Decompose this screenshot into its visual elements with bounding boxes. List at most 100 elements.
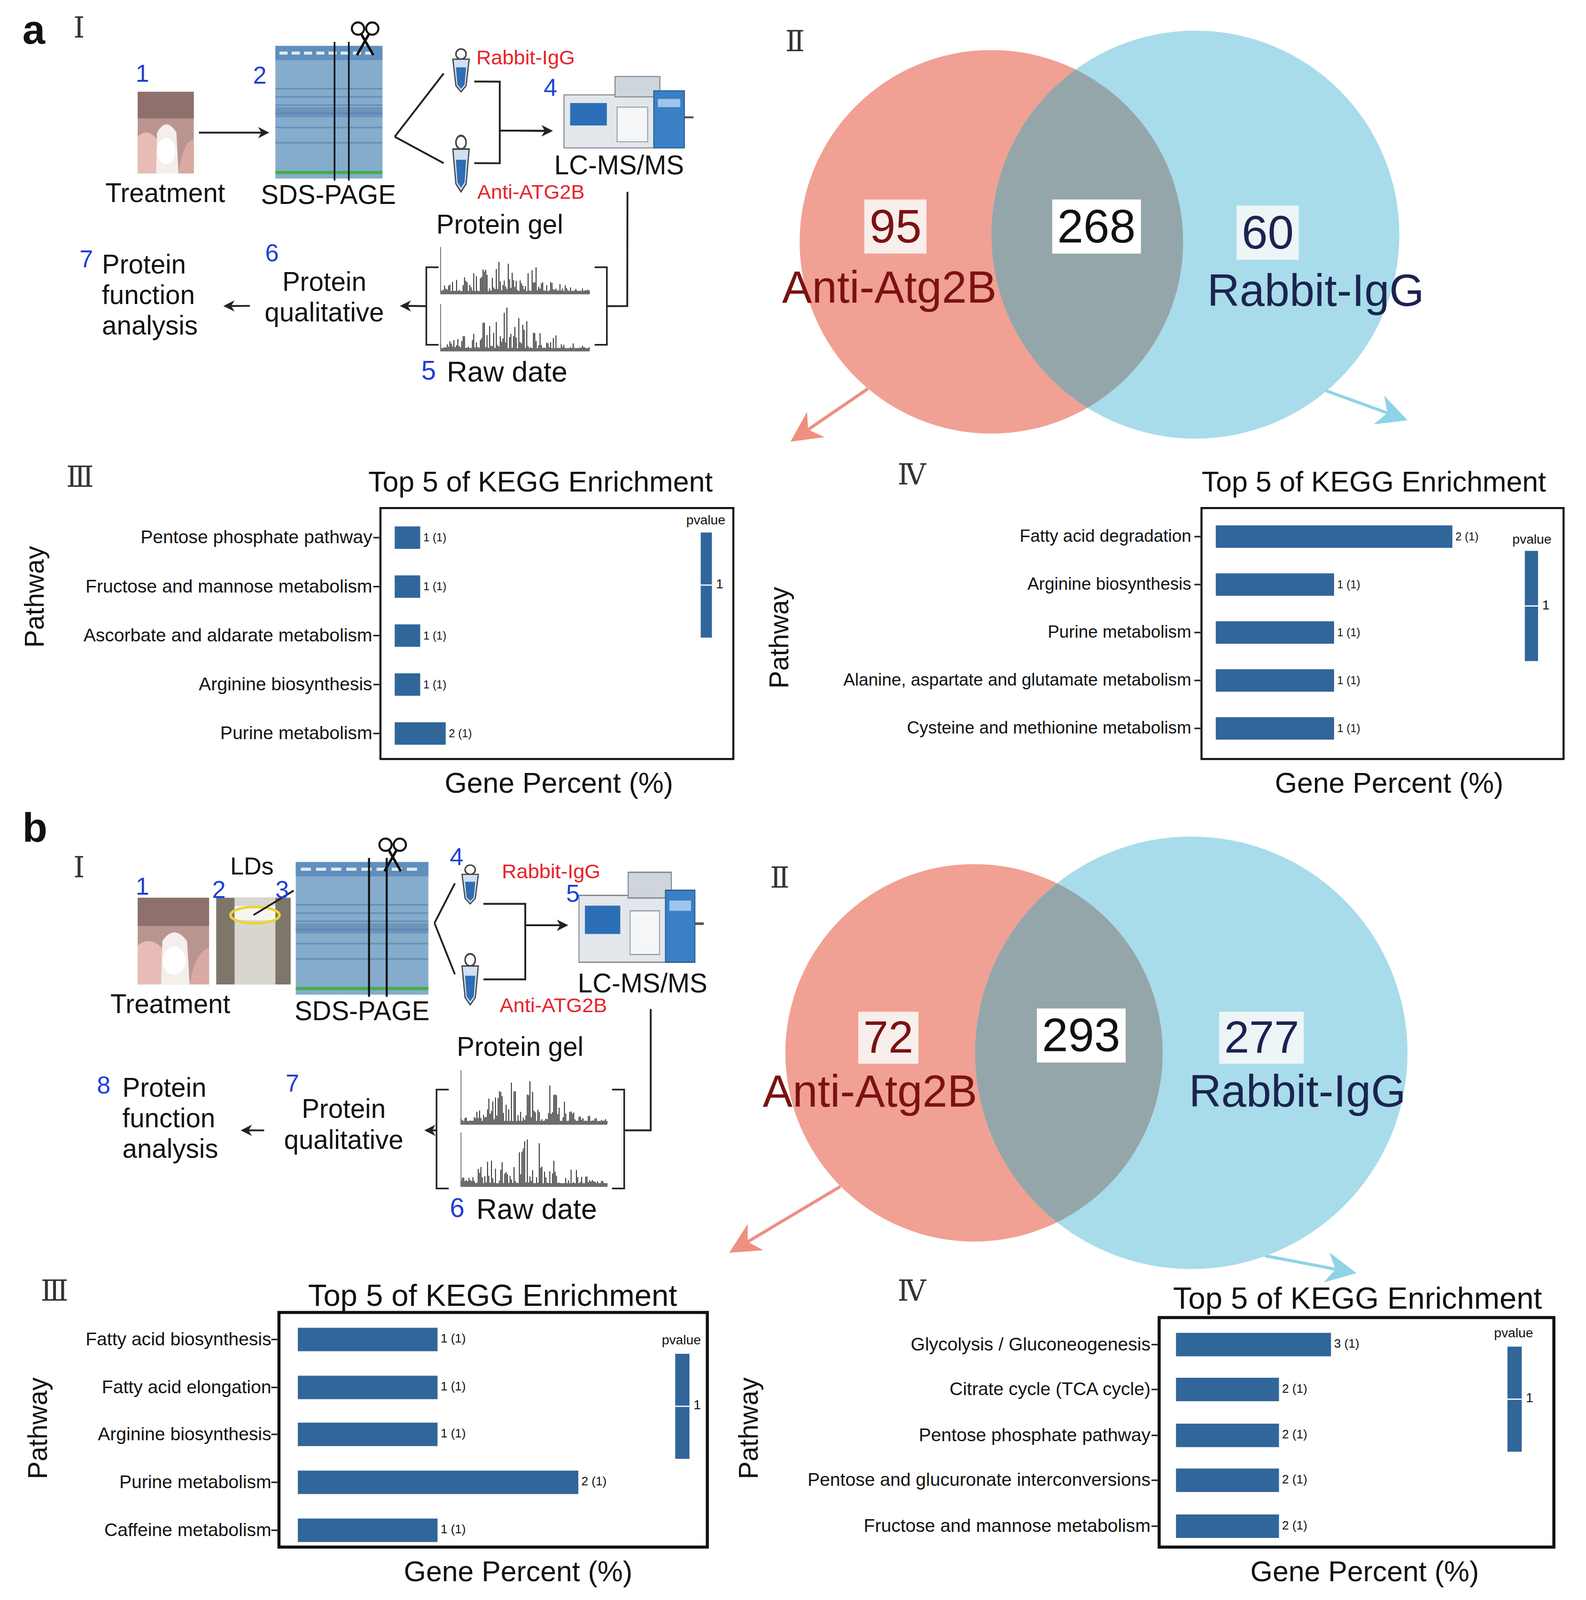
label: Pathway <box>764 586 796 689</box>
label: 3 (1) <box>1334 1337 1360 1352</box>
label: 1 (1) <box>440 1332 467 1347</box>
scale-tick <box>1524 605 1539 607</box>
bar <box>1215 525 1453 548</box>
label: 2 (1) <box>1282 1518 1308 1533</box>
connector-line <box>248 1129 265 1132</box>
node-label: LC-MS/MS <box>554 150 685 182</box>
bar <box>1175 1332 1331 1356</box>
axis-tick <box>271 1481 278 1483</box>
photo-node: Treatment <box>137 91 194 174</box>
label: Purine metabolism <box>119 1471 272 1493</box>
label: Ⅱ <box>769 862 790 895</box>
step-text: Protein function analysis <box>122 1072 237 1186</box>
label: Ⅰ <box>73 851 85 885</box>
label: Purine metabolism <box>1047 622 1192 643</box>
connector <box>474 124 553 164</box>
axis-tick <box>1194 583 1201 585</box>
pvalue-scale <box>1524 550 1539 661</box>
label: Glycolysis / Gluconeogenesis <box>910 1333 1151 1355</box>
label: Gene Percent (%) <box>1275 767 1504 801</box>
label: pvalue <box>661 1333 701 1349</box>
chart-title: Top 5 of KEGG Enrichment <box>308 1277 678 1314</box>
scale-tick <box>675 1405 690 1408</box>
pvalue-scale <box>675 1353 690 1459</box>
connector <box>223 300 250 312</box>
connector <box>474 81 553 137</box>
connector <box>399 300 427 312</box>
connector <box>240 1124 265 1136</box>
axis-tick <box>373 732 380 734</box>
gel-node: SDS-PAGE <box>295 862 429 995</box>
axis-tick <box>1151 1524 1158 1527</box>
label: 268 <box>1052 199 1141 254</box>
step-text: Protein function analysis <box>101 249 220 358</box>
label: 1 <box>135 59 150 88</box>
label: 5 <box>421 356 436 387</box>
label: Cysteine and methionine metabolism <box>907 718 1192 739</box>
connector <box>394 136 444 164</box>
connector-line <box>624 1008 651 1130</box>
label: 4 <box>543 73 558 102</box>
label: 1 (1) <box>423 677 447 691</box>
label: 1 (1) <box>1337 673 1361 687</box>
label: Ascorbate and aldarate metabolism <box>83 624 373 646</box>
tube-icon <box>461 864 479 904</box>
label: 5 <box>566 878 580 908</box>
scissors-icon <box>379 838 406 871</box>
photo-node: LDs <box>216 897 291 985</box>
node-label: Protein function analysis <box>101 249 220 342</box>
node-label: Treatment <box>110 989 231 1020</box>
connector <box>1325 390 1408 425</box>
tube-icon <box>452 48 470 92</box>
spectrum <box>460 1080 607 1125</box>
label: Arginine biosynthesis <box>1027 574 1192 595</box>
label: 293 <box>1036 1008 1126 1063</box>
label: 1 (1) <box>1337 721 1361 735</box>
spectrum-axis <box>460 1069 607 1124</box>
connector <box>424 1124 437 1136</box>
label: 1 (1) <box>440 1427 467 1442</box>
bar <box>297 1327 438 1352</box>
chart-title: Top 5 of KEGG Enrichment <box>368 466 713 499</box>
axis-tick <box>1151 1388 1158 1390</box>
connector-line <box>474 81 545 132</box>
overlap <box>785 863 1163 1242</box>
label: 2 (1) <box>448 726 472 740</box>
label: pvalue <box>1512 532 1552 548</box>
label: 4 <box>449 842 464 871</box>
label: Protein gel <box>456 1032 584 1063</box>
label: 1 (1) <box>423 580 447 593</box>
node-label: Raw date <box>476 1193 598 1227</box>
bar <box>1215 716 1335 740</box>
bar <box>297 1422 438 1447</box>
label: Pentose phosphate pathway <box>140 527 373 549</box>
node-label: Treatment <box>105 178 226 210</box>
bar <box>394 624 420 647</box>
connector <box>434 883 455 924</box>
connector <box>1264 1251 1357 1283</box>
bar <box>394 575 420 598</box>
bar-chart: Top 5 of KEGG Enrichment <box>277 1310 709 1549</box>
bar-chart: Top 5 of KEGG Enrichment <box>1157 1315 1556 1549</box>
instrument-icon <box>579 871 705 962</box>
label: pvalue <box>1493 1325 1533 1341</box>
label: 6 <box>264 238 279 267</box>
step-text: Protein qualitative <box>267 1094 421 1172</box>
connector-line <box>231 304 250 307</box>
bar <box>1175 1423 1279 1447</box>
label: Pathway <box>734 1376 765 1479</box>
bar <box>1215 573 1335 596</box>
spectrum-axis <box>440 246 590 294</box>
label: Pathway <box>20 545 52 648</box>
connector <box>483 919 568 980</box>
node-label: Protein function analysis <box>122 1072 237 1165</box>
axis-tick <box>373 683 380 685</box>
label: 6 <box>449 1193 465 1224</box>
connector-line <box>407 304 427 307</box>
label: Arginine biosynthesis <box>97 1423 272 1445</box>
label: Fatty acid elongation <box>101 1376 272 1398</box>
label: 7 <box>285 1068 300 1097</box>
label: 1 <box>693 1398 701 1414</box>
connector <box>434 922 455 974</box>
